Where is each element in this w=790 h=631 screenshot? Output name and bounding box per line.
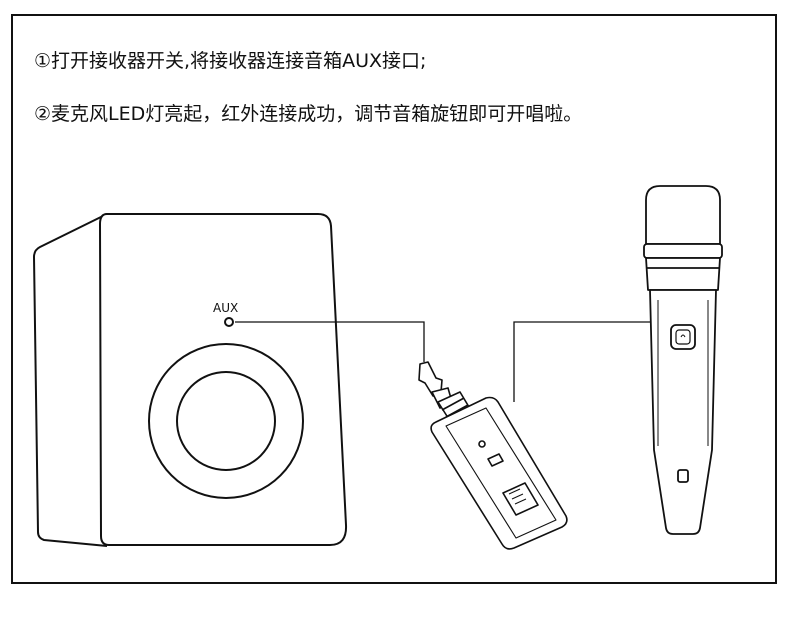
speaker-woofer-outer	[148, 343, 304, 499]
microphone-bottom-switch[interactable]	[677, 469, 689, 483]
speaker-front	[99, 213, 348, 546]
microphone-collar	[645, 257, 721, 291]
microphone-body	[649, 289, 717, 535]
receiver	[418, 361, 568, 550]
signal-link-line	[513, 321, 650, 402]
microphone-grille	[645, 185, 721, 245]
receiver-label-plate	[502, 482, 539, 516]
speaker-side-panel	[33, 213, 108, 547]
receiver-body	[430, 396, 568, 550]
aux-cable	[235, 321, 425, 362]
diagram-frame	[11, 14, 777, 584]
instruction-step-1: ①打开接收器开关,将接收器连接音箱AUX接口;	[34, 50, 427, 72]
speaker-woofer-inner	[176, 371, 276, 471]
receiver-led-icon	[478, 440, 486, 448]
microphone-collar-top	[643, 243, 723, 259]
aux-port-label: AUX	[213, 301, 238, 315]
microphone	[643, 185, 723, 535]
receiver-switch-button[interactable]	[487, 453, 504, 467]
aux-port-icon	[224, 317, 234, 327]
instruction-step-2: ②麦克风LED灯亮起，红外连接成功，调节音箱旋钮即可开唱啦。	[34, 103, 583, 125]
speaker	[33, 213, 348, 547]
